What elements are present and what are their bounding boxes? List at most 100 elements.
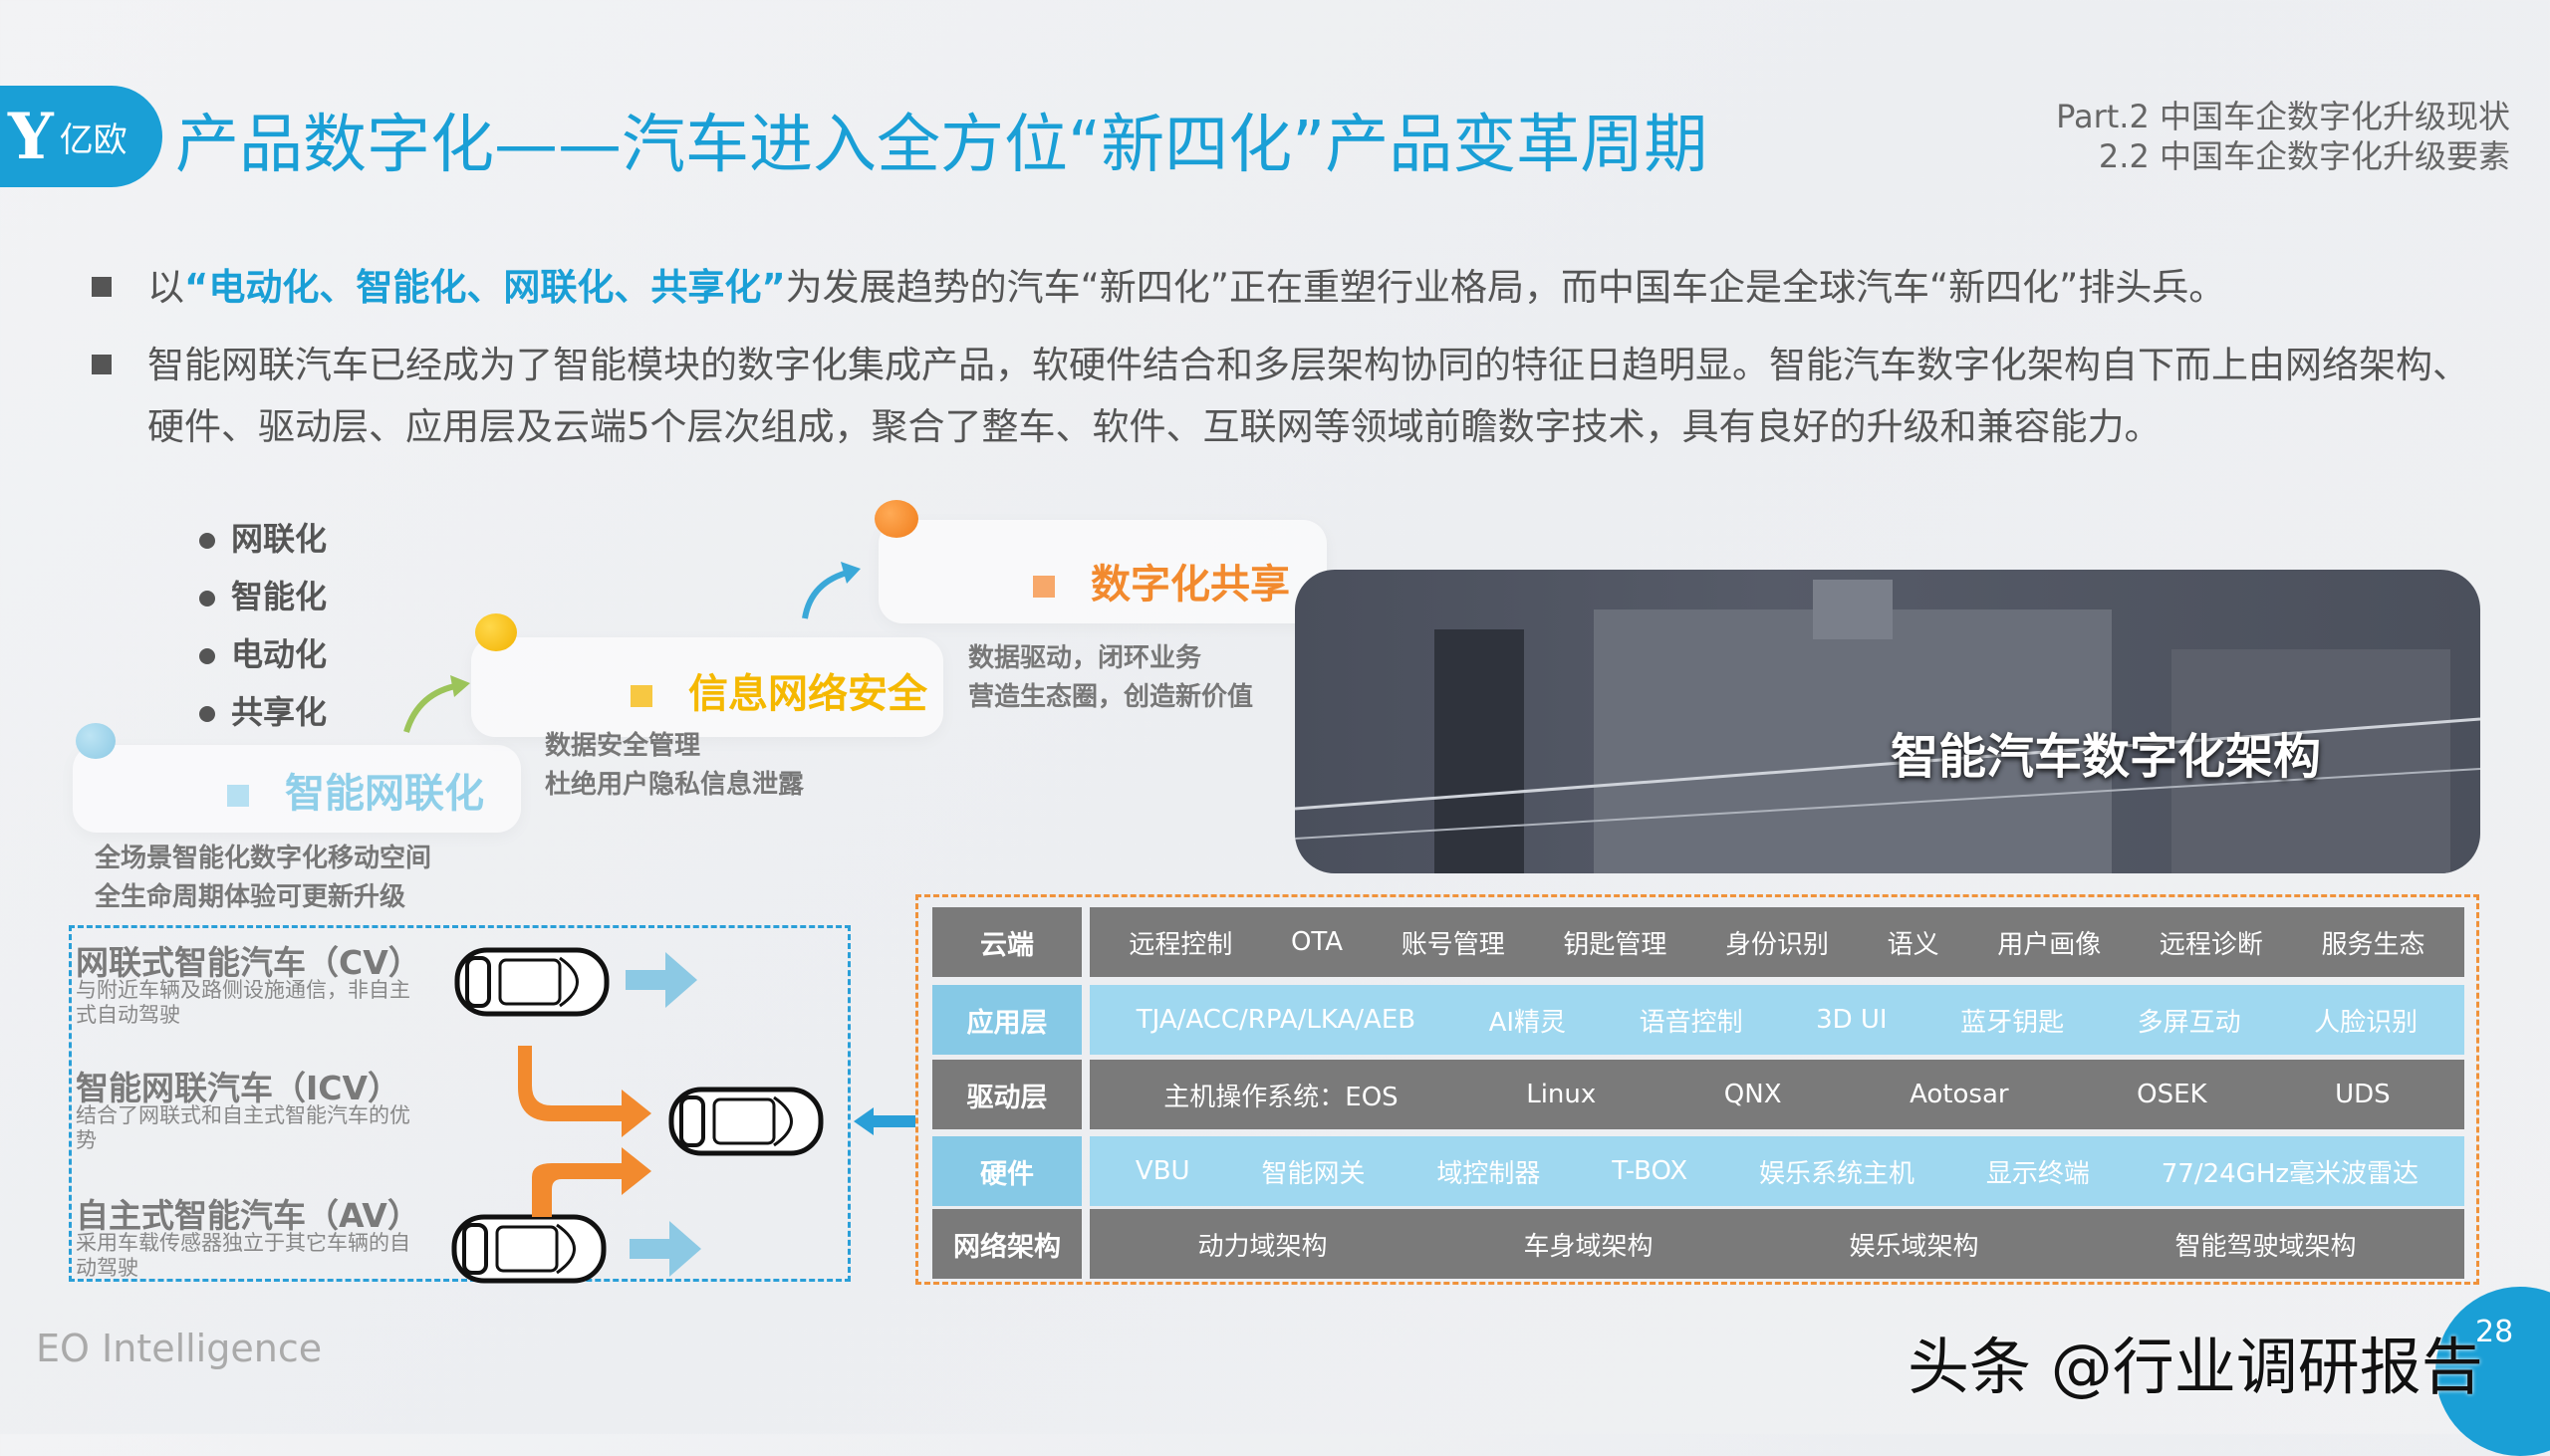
- layer-item: AI精灵: [1488, 1007, 1567, 1038]
- trend-item: 共享化: [199, 687, 327, 733]
- layer-item: 语义: [1887, 929, 1939, 960]
- layer-item: 服务生态: [2321, 929, 2425, 960]
- car-icon: [454, 1217, 604, 1281]
- layer-item: 身份识别: [1724, 929, 1829, 960]
- trend-item: 网联化: [199, 514, 327, 560]
- vehicle-desc: 结合了网联式和自主式智能汽车的优势: [76, 1103, 410, 1152]
- layer-item: VBU: [1135, 1156, 1190, 1186]
- layer-item: QNX: [1723, 1080, 1782, 1109]
- layer-item: 动力域架构: [1197, 1231, 1328, 1262]
- architecture-row: 驱动层 主机操作系统：EOS Linux QNX Aotosar OSEK UDS: [932, 1060, 2464, 1129]
- logo-text: 亿欧: [59, 120, 128, 160]
- stage-desc: 数据安全管理杜绝用户隐私信息泄露: [545, 731, 805, 800]
- stage-card-connected: 智能网联化: [73, 745, 521, 833]
- layer-label: 硬件: [932, 1136, 1082, 1206]
- vehicle-desc: 采用车载传感器独立于其它车辆的自动驾驶: [76, 1231, 410, 1280]
- highlight-text: “电动化、智能化、网联化、共享化”: [184, 266, 786, 309]
- text: 为发展趋势的汽车“新四化”正在重塑行业格局，而中国车企是全球汽车“新四化”排头兵…: [785, 266, 2226, 309]
- city-night-photo: 智能汽车数字化架构: [1295, 570, 2480, 873]
- orange-arrow-icon: [518, 1147, 651, 1217]
- stage-title: 数字化共享: [1091, 562, 1290, 607]
- layer-label: 驱动层: [932, 1060, 1082, 1129]
- yellow-dot-icon: [475, 613, 517, 651]
- vehicle-diagram: [72, 928, 854, 1285]
- vehicle-types-panel: 网联式智能汽车（CV） 与附近车辆及路侧设施通信，非自主式自动驾驶 智能网联汽车…: [69, 925, 851, 1282]
- left-arrow-icon: [854, 1107, 915, 1135]
- vehicle-desc: 与附近车辆及路侧设施通信，非自主式自动驾驶: [76, 978, 410, 1027]
- layer-item: 娱乐系统主机: [1759, 1158, 1915, 1189]
- stage-title: 信息网络安全: [688, 671, 927, 717]
- vehicle-title: 自主式智能汽车（AV）: [76, 1196, 420, 1235]
- layer-item: TJA/ACC/RPA/LKA/AEB: [1136, 1005, 1416, 1035]
- breadcrumb-part: Part.2 中国车企数字化升级现状: [2056, 98, 2510, 135]
- footer-brand: EO Intelligence: [36, 1327, 323, 1370]
- bullet-1: 以“电动化、智能化、网联化、共享化”为发展趋势的汽车“新四化”正在重塑行业格局，…: [92, 257, 2225, 319]
- layer-item: 77/24GHz毫米波雷达: [2161, 1158, 2420, 1189]
- layer-item: 主机操作系统：EOS: [1163, 1082, 1399, 1112]
- layer-item: Aotosar: [1910, 1080, 2009, 1109]
- stage-card-sharing: 数字化共享: [879, 520, 1327, 623]
- layer-items: TJA/ACC/RPA/LKA/AEB AI精灵 语音控制 3D UI 蓝牙钥匙 多屏互动…: [1090, 985, 2464, 1055]
- green-curve-arrow-icon: [403, 675, 470, 733]
- architecture-row: 应用层 TJA/ACC/RPA/LKA/AEB AI精灵 语音控制 3D UI 蓝牙钥匙 多…: [932, 985, 2464, 1055]
- square-icon: [227, 785, 249, 807]
- layer-items: 动力域架构车身域架构娱乐域架构智能驾驶域架构: [1090, 1209, 2464, 1279]
- trend-item: 智能化: [199, 572, 327, 617]
- layer-item: UDS: [2335, 1080, 2391, 1109]
- layer-label: 应用层: [932, 985, 1082, 1055]
- layer-item: 用户画像: [1997, 929, 2102, 960]
- square-bullet-icon: [92, 355, 112, 374]
- square-icon: [631, 685, 652, 707]
- page-title: 产品数字化——汽车进入全方位“新四化”产品变革周期: [175, 109, 1708, 182]
- layer-item: OSEK: [2137, 1080, 2207, 1109]
- stage-card-security: 信息网络安全: [471, 637, 943, 737]
- blue-arrow-icon: [626, 952, 697, 1008]
- bullet-2: 智能网联汽车已经成为了智能模块的数字化集成产品，软硬件结合和多层架构协同的特征日…: [92, 335, 2469, 458]
- layer-items: 主机操作系统：EOS Linux QNX Aotosar OSEK UDS: [1090, 1060, 2464, 1129]
- layer-item: 语音控制: [1639, 1007, 1743, 1038]
- square-icon: [1033, 576, 1055, 598]
- square-bullet-icon: [92, 277, 112, 297]
- stage-desc: 数据驱动，闭环业务营造生态圈，创造新价值: [968, 643, 1254, 712]
- breadcrumb-section: 2.2 中国车企数字化升级要素: [2098, 137, 2510, 175]
- orange-dot-icon: [875, 500, 918, 538]
- watermark: 头条 @行业调研报告: [1908, 1331, 2483, 1403]
- layer-item: 多屏互动: [2137, 1007, 2241, 1038]
- layer-item: 智能网关: [1261, 1158, 1366, 1189]
- layer-item: OTA: [1290, 927, 1344, 957]
- layer-item: T-BOX: [1612, 1156, 1688, 1186]
- layer-item: 智能驾驶域架构: [2174, 1231, 2357, 1262]
- vehicle-title: 智能网联汽车（ICV）: [76, 1069, 401, 1107]
- blue-curve-arrow-icon: [802, 562, 861, 619]
- layer-item: 钥匙管理: [1563, 929, 1667, 960]
- text: 以: [147, 266, 184, 309]
- vehicle-title: 网联式智能汽车（CV）: [76, 943, 421, 982]
- text: 硬件、驱动层、应用层及云端5个层次组成，聚合了整车、软件、互联网等领域前瞻数字技…: [147, 405, 2162, 448]
- logo-mark-icon: Y: [8, 99, 54, 174]
- layer-item: 3D UI: [1816, 1005, 1888, 1035]
- layer-label: 网络架构: [932, 1209, 1082, 1279]
- layer-item: 蓝牙钥匙: [1960, 1007, 2065, 1038]
- stage-desc: 全场景智能化数字化移动空间全生命周期体验可更新升级: [95, 844, 432, 912]
- car-icon: [457, 950, 607, 1014]
- layer-item: 人脸识别: [2314, 1007, 2419, 1038]
- layer-item: 域控制器: [1436, 1158, 1541, 1189]
- building-silhouette-icon: [1295, 580, 2480, 873]
- car-icon: [671, 1090, 821, 1153]
- blue-dot-icon: [76, 723, 116, 759]
- layer-item: 车身域架构: [1523, 1231, 1654, 1262]
- orange-arrow-icon: [518, 1046, 651, 1137]
- architecture-row: 网络架构动力域架构车身域架构娱乐域架构智能驾驶域架构: [932, 1209, 2464, 1279]
- layer-label: 云端: [932, 907, 1082, 977]
- stage-title: 智能网联化: [285, 771, 484, 817]
- layer-item: Linux: [1526, 1080, 1597, 1109]
- layer-item: 账号管理: [1401, 929, 1505, 960]
- text: 智能网联汽车已经成为了智能模块的数字化集成产品，软硬件结合和多层架构协同的特征日…: [147, 344, 2469, 386]
- photo-title: 智能汽车数字化架构: [1890, 729, 2321, 785]
